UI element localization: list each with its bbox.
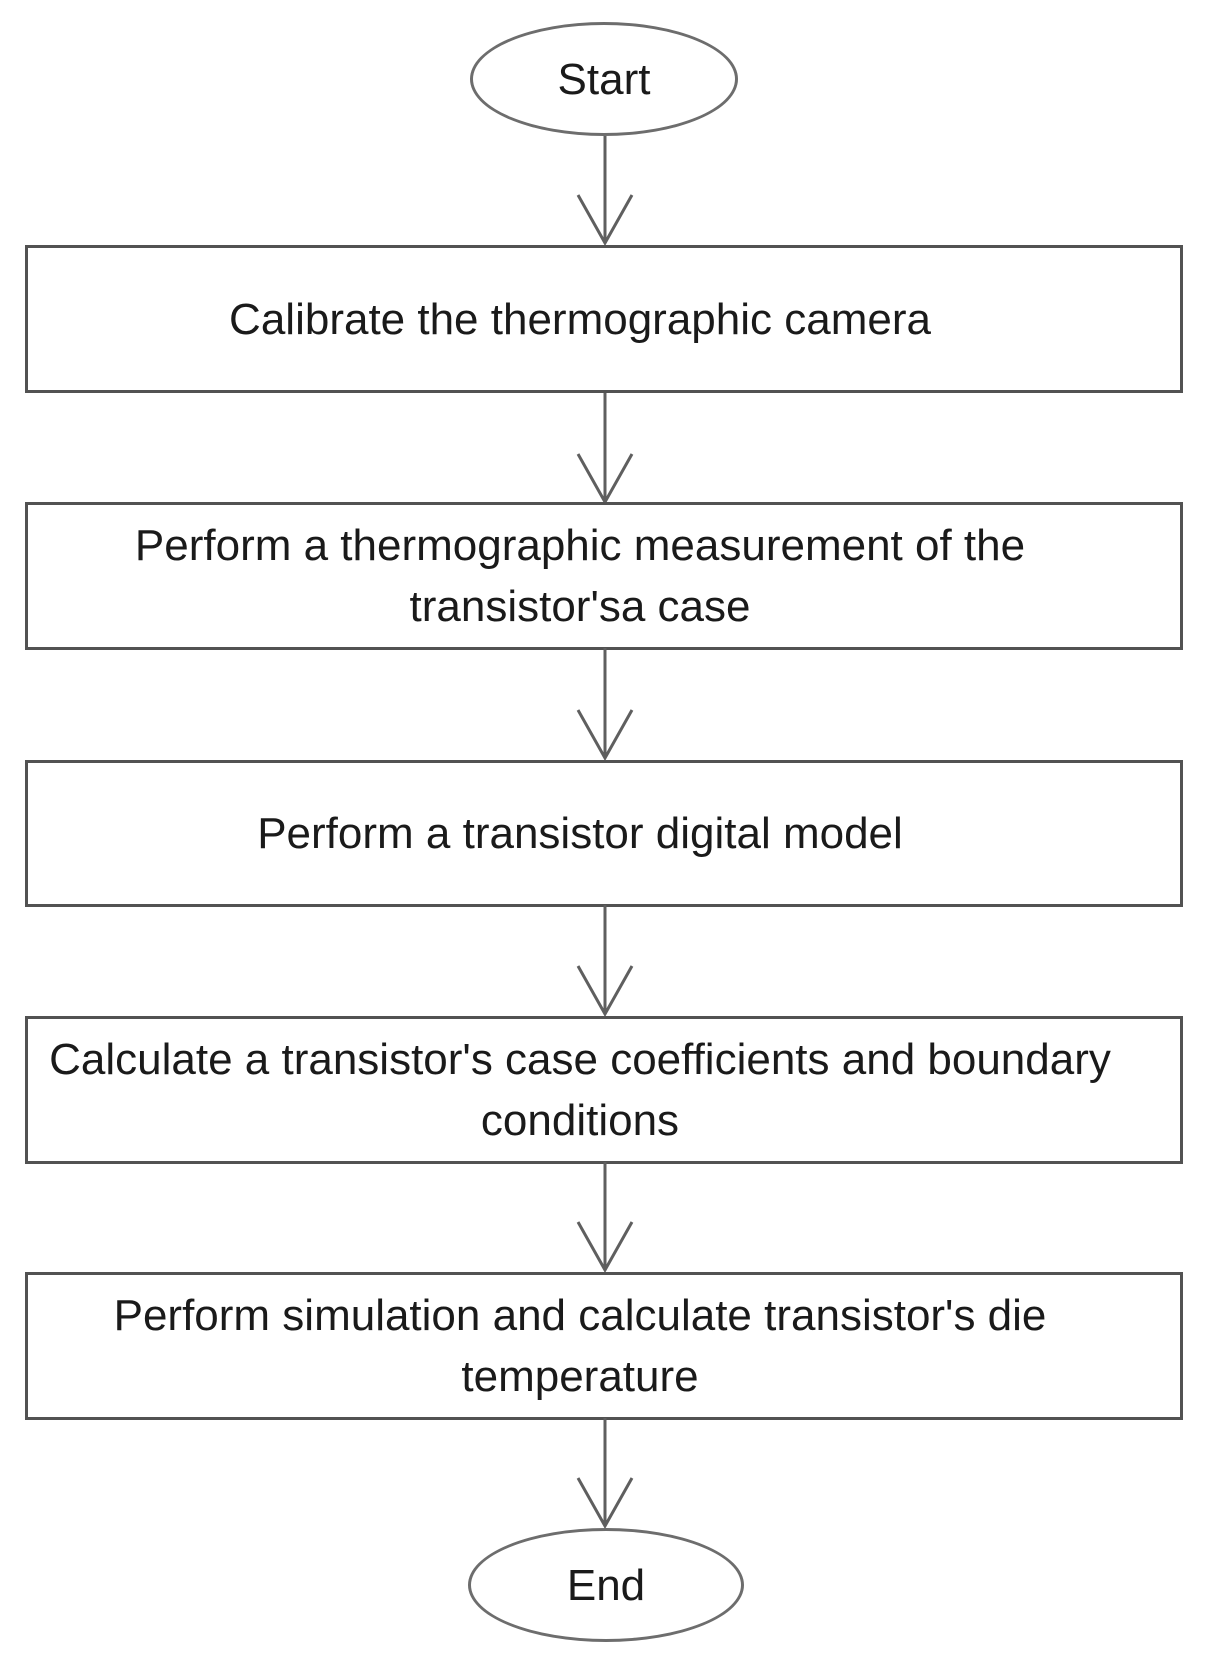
arrow-step-5-to-end bbox=[576, 1418, 634, 1529]
arrow-step-2-to-step-3 bbox=[576, 648, 634, 761]
process-step-4-label-line-1: Calculate a transistor's case coefficien… bbox=[49, 1035, 1111, 1084]
arrow-step-1-to-step-2 bbox=[576, 393, 634, 505]
start-node-label: Start bbox=[557, 54, 651, 104]
process-step-5-label-line-2: temperature bbox=[461, 1352, 699, 1401]
arrow-start-to-step-1 bbox=[576, 136, 634, 246]
process-step-4: Calculate a transistor's case coefficien… bbox=[25, 1016, 1183, 1164]
arrow-step-3-to-step-4 bbox=[576, 905, 634, 1017]
process-step-5-label-line-1: Perform simulation and calculate transis… bbox=[113, 1291, 1047, 1340]
process-step-5: Perform simulation and calculate transis… bbox=[25, 1272, 1183, 1420]
end-node-label: End bbox=[566, 1560, 646, 1610]
process-step-2-label-line-1: Perform a thermographic measurement of t… bbox=[134, 521, 1026, 570]
process-step-4-label-line-2: conditions bbox=[480, 1096, 680, 1145]
arrow-head bbox=[576, 1477, 634, 1529]
arrow-head bbox=[576, 709, 634, 761]
process-step-3: Perform a transistor digital model bbox=[25, 760, 1183, 907]
arrow-step-4-to-step-5 bbox=[576, 1162, 634, 1273]
process-step-2-label-line-2: transistor'sa case bbox=[409, 582, 751, 631]
arrow-head bbox=[576, 965, 634, 1017]
end-node: End bbox=[468, 1528, 744, 1642]
start-node: Start bbox=[470, 22, 738, 136]
arrow-head bbox=[576, 1221, 634, 1273]
process-step-3-label: Perform a transistor digital model bbox=[257, 809, 903, 858]
arrow-head bbox=[576, 194, 634, 246]
process-step-2: Perform a thermographic measurement of t… bbox=[25, 502, 1183, 650]
process-step-1: Calibrate the thermographic camera bbox=[25, 245, 1183, 393]
process-step-1-label: Calibrate the thermographic camera bbox=[229, 294, 931, 344]
